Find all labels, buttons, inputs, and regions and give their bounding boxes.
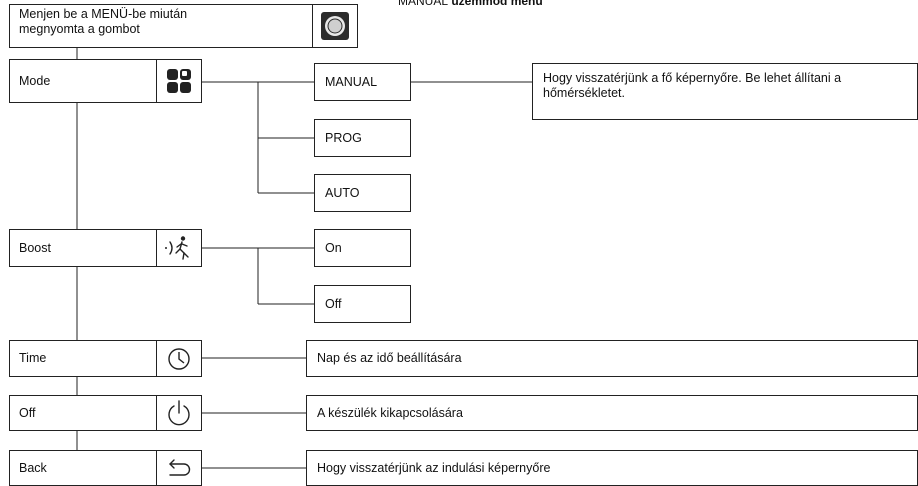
power-button-icon [312, 5, 357, 47]
title-rest: üzemmód menü [448, 0, 543, 8]
option-off[interactable]: Off [314, 285, 411, 323]
description-manual-text: Hogy visszatérjünk a fő képernyőre. Be l… [543, 71, 842, 100]
description-back-text: Hogy visszatérjünk az indulási képernyőr… [317, 460, 551, 475]
power-icon [156, 396, 201, 430]
description-back: Hogy visszatérjünk az indulási képernyőr… [306, 450, 918, 486]
return-arrow-icon [156, 451, 201, 485]
option-manual[interactable]: MANUAL [314, 63, 411, 101]
instruction-label: Menjen be a MENÜ-be miután megnyomta a g… [19, 7, 188, 36]
option-prog[interactable]: PROG [314, 119, 411, 157]
description-time: Nap és az idő beállítására [306, 340, 918, 377]
menu-mode[interactable]: Mode [9, 59, 202, 103]
menu-off[interactable]: Off [9, 395, 202, 431]
title-prefix: MANUAL [398, 0, 449, 8]
description-off: A készülék kikapcsolására [306, 395, 918, 431]
menu-time[interactable]: Time [9, 340, 202, 377]
option-auto-label: AUTO [325, 185, 360, 200]
option-off-label: Off [325, 296, 342, 311]
option-on-label: On [325, 240, 342, 255]
menu-boost[interactable]: Boost [9, 229, 202, 267]
description-manual: Hogy visszatérjünk a fő képernyőre. Be l… [532, 63, 918, 120]
description-off-text: A készülék kikapcsolására [317, 405, 463, 420]
option-on[interactable]: On [314, 229, 411, 267]
description-time-text: Nap és az idő beállítására [317, 351, 462, 365]
diagram-title: MANUAL üzemmód menü [398, 0, 543, 8]
option-prog-label: PROG [325, 130, 362, 145]
menu-mode-label: Mode [19, 73, 51, 88]
menu-entry-instruction: Menjen be a MENÜ-be miután megnyomta a g… [9, 4, 358, 48]
menu-boost-label: Boost [19, 240, 51, 255]
menu-off-label: Off [19, 405, 36, 420]
running-person-icon [156, 230, 201, 266]
menu-time-label: Time [19, 351, 47, 365]
menu-back-label: Back [19, 460, 47, 475]
four-squares-icon [156, 60, 201, 102]
option-auto[interactable]: AUTO [314, 174, 411, 212]
menu-back[interactable]: Back [9, 450, 202, 486]
option-manual-label: MANUAL [325, 74, 378, 89]
clock-icon [156, 341, 201, 376]
